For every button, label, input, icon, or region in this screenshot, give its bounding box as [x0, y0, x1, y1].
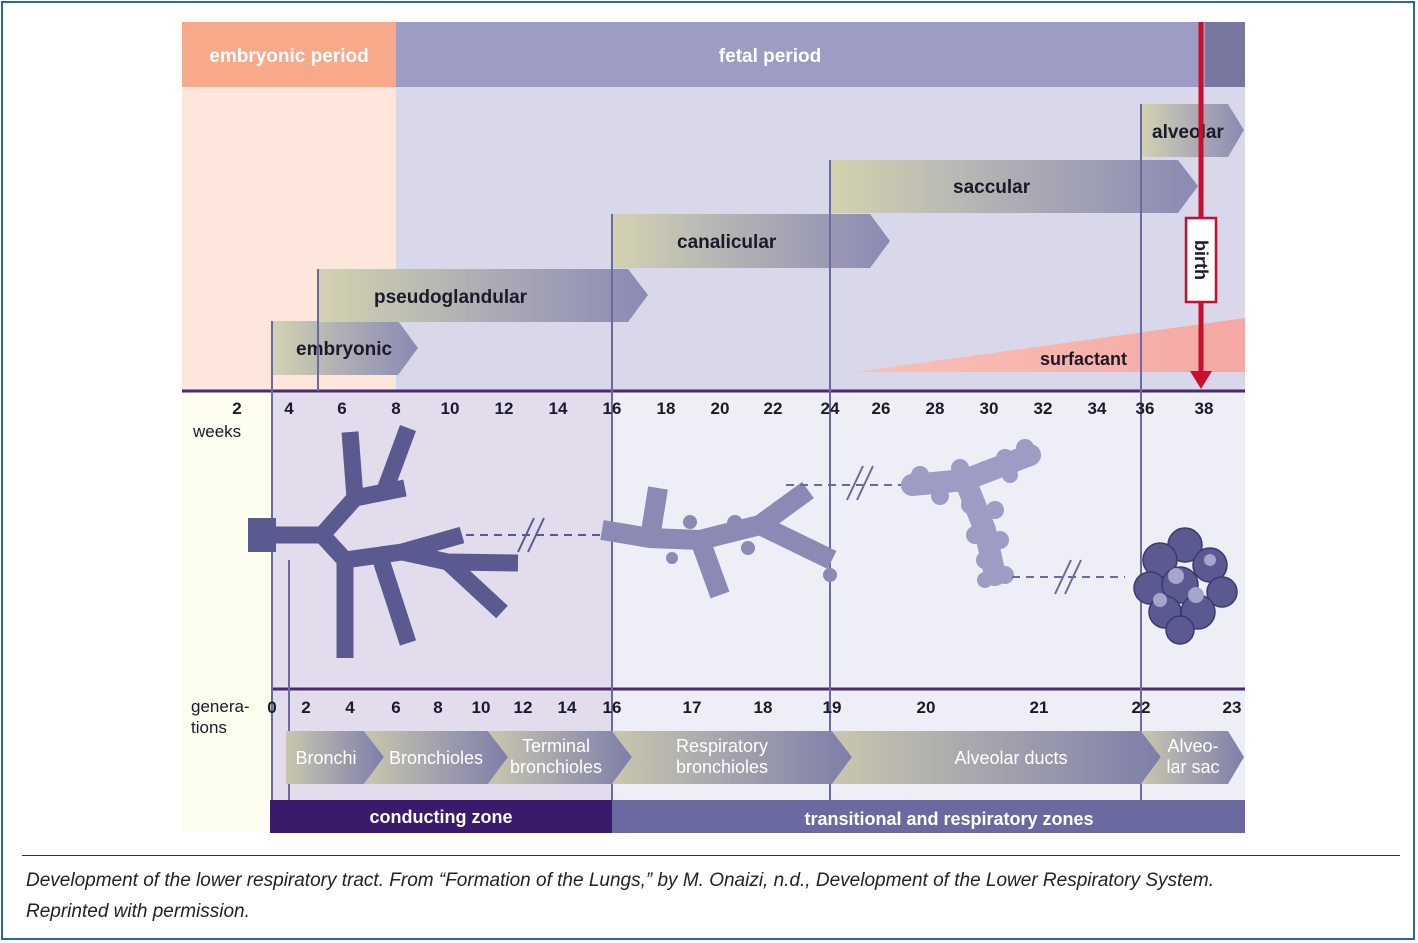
- generation-tick: 12: [514, 698, 533, 717]
- week-tick: 16: [603, 399, 622, 418]
- generations-label-line2: tions: [191, 718, 227, 737]
- generation-ticks: 0 2 4 6 8 10 12 14 16 17 18 19 20 21 22 …: [267, 698, 1241, 717]
- stage-label-saccular: saccular: [953, 177, 1031, 198]
- airway-label-respiratory-2: bronchioles: [676, 757, 768, 777]
- stage-label-pseudoglandular: pseudoglandular: [374, 287, 528, 308]
- surfactant-wedge: [855, 318, 1245, 372]
- stage-arrow-pseudoglandular: [318, 269, 648, 322]
- airway-arrow-alveolar-ducts: [832, 731, 1161, 784]
- figure-caption: Development of the lower respiratory tra…: [26, 865, 1386, 927]
- airway-label-terminal-2: bronchioles: [510, 757, 602, 777]
- airway-label-alveolar-sac-2: lar sac: [1166, 757, 1219, 777]
- caption-divider: [22, 855, 1400, 856]
- generation-tick: 14: [558, 698, 577, 717]
- break-marker: [846, 465, 874, 501]
- birth-label-box: [1184, 216, 1218, 304]
- transitional-zone-bar: [612, 800, 1245, 833]
- stage-label-alveolar: alveolar: [1152, 122, 1224, 143]
- airway-arrow-bronchioles: [364, 731, 508, 784]
- generations-label-line1: genera-: [191, 697, 250, 716]
- week-tick: 10: [441, 399, 460, 418]
- fetal-period-label: fetal period: [719, 46, 821, 67]
- week-tick: 2: [232, 399, 241, 418]
- caption-line-2: Reprinted with permission.: [26, 901, 250, 922]
- airway-label-alveolar-ducts: Alveolar ducts: [954, 748, 1067, 768]
- week-tick: 4: [284, 399, 294, 418]
- airway-label-terminal-1: Terminal: [522, 736, 590, 756]
- airway-labels: Bronchi Bronchioles Terminal bronchioles…: [295, 736, 1219, 777]
- generation-tick: 10: [472, 698, 491, 717]
- generation-tick: 18: [754, 698, 773, 717]
- generation-tick: 22: [1132, 698, 1151, 717]
- generation-tick: 6: [391, 698, 400, 717]
- airway-arrow-bronchi: [286, 731, 384, 784]
- surfactant-label: surfactant: [1040, 349, 1127, 369]
- generation-tick: 8: [433, 698, 442, 717]
- airway-label-bronchioles: Bronchioles: [389, 748, 483, 768]
- stage-label-canalicular: canalicular: [677, 232, 777, 253]
- generation-tick: 19: [823, 698, 842, 717]
- conducting-zone-label: conducting zone: [370, 807, 513, 827]
- embryonic-period-band: [182, 22, 396, 87]
- fetal-period-band: [396, 22, 1245, 87]
- week-tick: 22: [764, 399, 783, 418]
- transitional-zone-label: transitional and respiratory zones: [804, 809, 1093, 829]
- week-ticks: 2 4 6 8 10 12 14 16 18 20 22 24 26 28 30…: [232, 399, 1213, 418]
- airway-arrow-terminal: [488, 731, 632, 784]
- week-tick: 12: [495, 399, 514, 418]
- stage-label-embryonic: embryonic: [296, 339, 393, 360]
- week-tick: 20: [711, 399, 730, 418]
- generation-tick: 0: [267, 698, 276, 717]
- conducting-zone-bar: [270, 800, 612, 833]
- week-tick: 8: [391, 399, 400, 418]
- generation-tick: 4: [345, 698, 355, 717]
- week-tick: 34: [1088, 399, 1107, 418]
- lung-development-diagram: embryonic period fetal period surfactant…: [182, 22, 1245, 833]
- airway-arrow-alveolar-sac: [1141, 731, 1244, 784]
- week-tick: 32: [1034, 399, 1053, 418]
- generation-tick: 23: [1223, 698, 1242, 717]
- saccular-sacs: [911, 439, 1034, 588]
- generation-axis-label: genera- tions: [191, 697, 250, 737]
- week-tick: 6: [337, 399, 346, 418]
- stage-boundary-lines: [271, 104, 1142, 800]
- week-tick: 30: [980, 399, 999, 418]
- stage-arrow-alveolar: [1141, 104, 1244, 157]
- fetal-period-band-end: [1205, 22, 1245, 87]
- week-tick: 36: [1136, 399, 1155, 418]
- caption-line-1: Development of the lower respiratory tra…: [26, 870, 1214, 891]
- stage-arrow-embryonic: [272, 321, 418, 375]
- generation-tick: 2: [301, 698, 310, 717]
- airway-label-respiratory-1: Respiratory: [676, 736, 768, 756]
- stage-arrow-canalicular: [612, 214, 890, 268]
- generation-tick: 16: [603, 698, 622, 717]
- week-tick: 38: [1195, 399, 1214, 418]
- generation-tick: 21: [1030, 698, 1049, 717]
- weeks-axis-label: weeks: [192, 422, 241, 441]
- stage-arrow-saccular: [830, 160, 1198, 213]
- airway-label-bronchi: Bronchi: [295, 748, 356, 768]
- generation-tick: 17: [683, 698, 702, 717]
- alveolar-highlights: [1153, 554, 1216, 607]
- embryonic-period-label: embryonic period: [209, 46, 368, 67]
- airway-label-alveolar-sac-1: Alveo-: [1167, 736, 1218, 756]
- break-marker: [517, 517, 545, 553]
- week-tick: 18: [657, 399, 676, 418]
- lower-left-background: [182, 392, 272, 832]
- birth-label: birth: [1191, 240, 1211, 280]
- generation-tick: 20: [917, 698, 936, 717]
- week-tick: 28: [926, 399, 945, 418]
- week-tick: 24: [821, 399, 840, 418]
- break-marker: [1054, 559, 1082, 595]
- airway-arrow-respiratory: [612, 731, 852, 784]
- week-tick: 14: [549, 399, 568, 418]
- birth-arrow-head: [1190, 371, 1212, 389]
- canalicular-buds: [666, 501, 837, 582]
- week-tick: 26: [872, 399, 891, 418]
- trachea-stub: [248, 518, 276, 552]
- bronchial-tree-structure: [250, 425, 519, 658]
